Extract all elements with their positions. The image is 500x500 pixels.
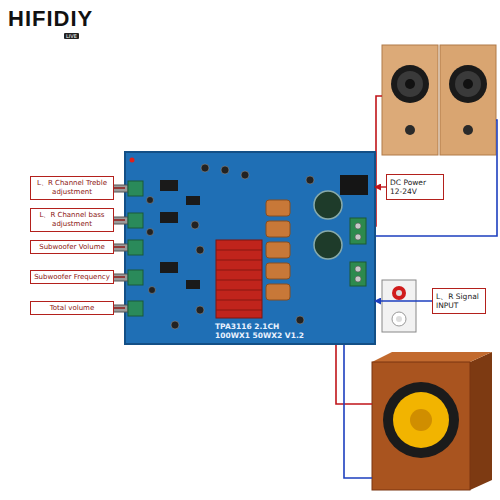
power-label: DC Power 12-24V xyxy=(386,174,444,200)
leader-connector xyxy=(114,276,125,277)
control-label: L、R Channel bass adjustment xyxy=(30,208,114,232)
node-text: Subwoofer Frequency xyxy=(33,273,111,282)
node-text: L、R Signal INPUT xyxy=(436,292,482,311)
amplifier-board xyxy=(108,152,416,344)
node-text: L、R Channel bass adjustment xyxy=(33,211,111,229)
node-text: DC Power 12-24V xyxy=(390,178,440,197)
subwoofer xyxy=(372,352,492,490)
leader-connector xyxy=(114,219,125,220)
leader-connector xyxy=(114,187,125,188)
brand-logo: HIFIDIY xyxy=(8,6,93,32)
node-text: Subwoofer Volume xyxy=(33,243,111,252)
control-label: Subwoofer Volume xyxy=(30,240,114,254)
control-label: Total volume xyxy=(30,301,114,315)
amplifier-board: TPA3116 2.1CH100WX1 50WX2 V1.2 xyxy=(125,152,375,344)
control-label: Subwoofer Frequency xyxy=(30,270,114,284)
node-text: TPA3116 2.1CH xyxy=(215,322,375,331)
leader-connector xyxy=(114,307,125,308)
node-text: Total volume xyxy=(33,304,111,313)
leader-connector xyxy=(114,246,125,247)
control-label: L、R Channel Treble adjustment xyxy=(30,176,114,200)
brand-tag: LIVE xyxy=(64,33,79,39)
node-text: 100WX1 50WX2 V1.2 xyxy=(215,331,375,340)
node-text: L、R Channel Treble adjustment xyxy=(33,179,111,197)
leader-connector xyxy=(375,300,432,301)
bookshelf-speakers xyxy=(382,45,496,155)
input-label: L、R Signal INPUT xyxy=(432,288,486,314)
leader-connector xyxy=(375,186,386,187)
